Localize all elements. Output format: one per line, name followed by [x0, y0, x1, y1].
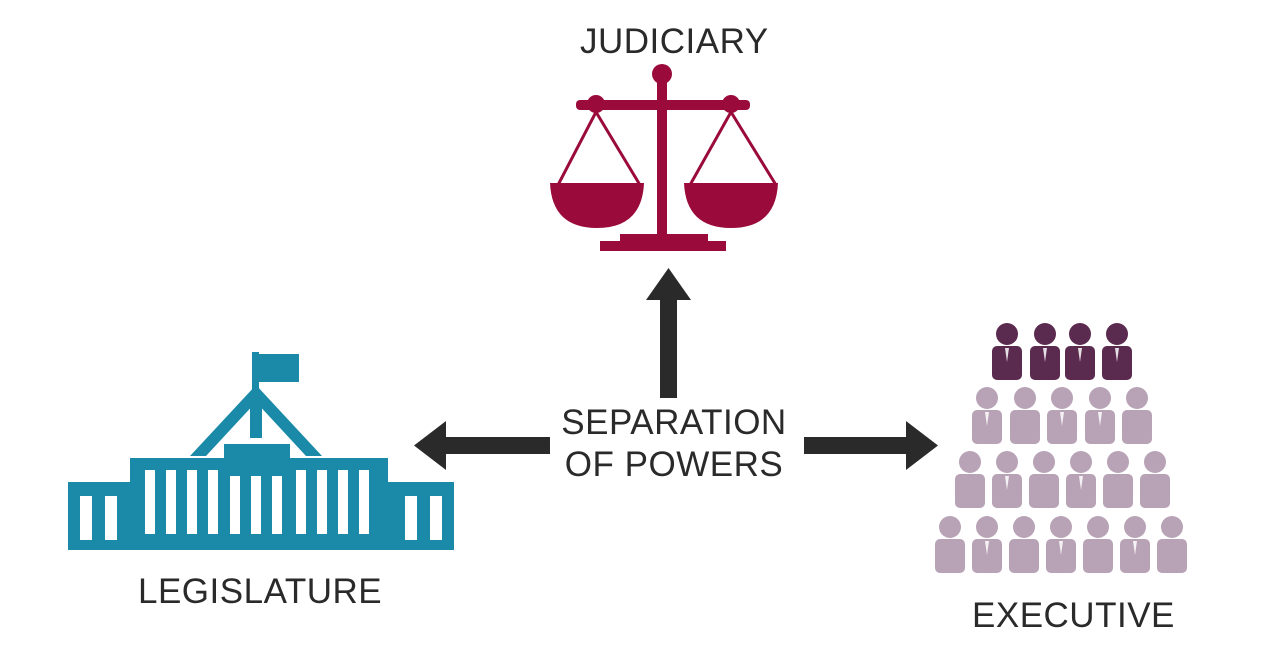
center-label-line1: SEPARATION	[561, 403, 787, 442]
leaders-row	[992, 323, 1132, 380]
parliament-house-icon	[68, 352, 454, 550]
staff-rows	[935, 387, 1187, 573]
scales-of-justice-icon	[550, 64, 778, 251]
center-label-line2: OF POWERS	[564, 445, 784, 484]
judiciary-label: JUDICIARY	[580, 22, 769, 61]
arrow-left	[414, 421, 550, 470]
executive-label: EXECUTIVE	[972, 596, 1175, 635]
legislature-label: LEGISLATURE	[138, 572, 383, 611]
arrow-right	[804, 421, 938, 470]
arrow-up	[646, 268, 691, 398]
separation-of-powers-label: SEPARATION OF POWERS	[556, 402, 792, 486]
group-of-people-icon	[935, 323, 1187, 573]
